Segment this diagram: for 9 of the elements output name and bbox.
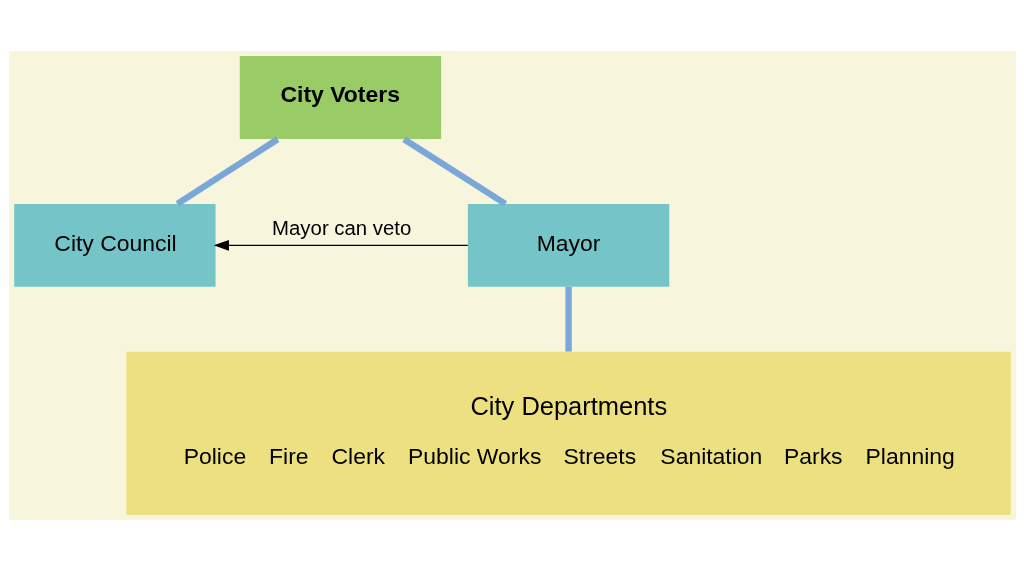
node-box: City Council xyxy=(13,203,216,287)
connector xyxy=(564,286,572,351)
node-box: Mayor xyxy=(467,203,669,287)
edge-label: Mayor can veto xyxy=(271,216,411,239)
connector xyxy=(175,136,279,206)
arrow xyxy=(213,239,468,251)
node-box: City Departments Police Fire Clerk Public Works Streets Sanitation Parks Planning xyxy=(125,351,1011,515)
node-box: City Voters xyxy=(239,55,441,139)
connector xyxy=(401,136,507,206)
